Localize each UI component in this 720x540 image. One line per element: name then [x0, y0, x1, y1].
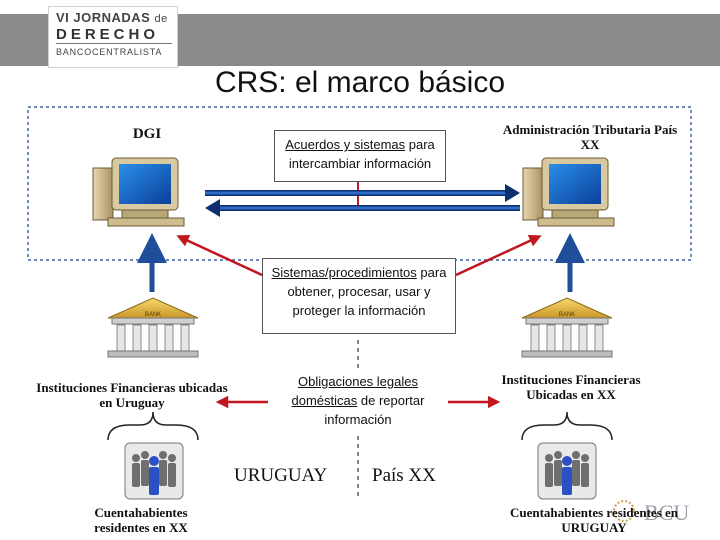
left-bank-icon [107, 297, 199, 358]
exchange-arrows [205, 184, 520, 217]
page-title: CRS: el marco básico [214, 66, 506, 99]
middle-left-arrow [176, 234, 263, 277]
right-bank-sign: BANK [559, 312, 575, 318]
right-brace [521, 411, 613, 441]
right-institutions-label: Instituciones Financieras Ubicadas en XX [501, 372, 641, 402]
left-computer-icon [92, 157, 185, 227]
procedures-box: Sistemas/procedimientos para obtener, pr… [262, 258, 456, 334]
left-account-holders-label: Cuentahabientes residentes en XX [94, 505, 188, 535]
legal-obligations-box: Obligaciones legales domésticas de repor… [268, 368, 448, 436]
right-bank-icon [521, 297, 613, 358]
country-right-label: País XX [372, 465, 436, 486]
logo-line-3: BANCOCENTRALISTA [56, 47, 163, 57]
exchange-agreements-box: Acuerdos y sistemas para intercambiar in… [274, 130, 446, 182]
logo-line-2: DERECHO [56, 26, 160, 43]
logo-divider [56, 43, 172, 44]
right-people-icon [537, 442, 597, 500]
right-computer-icon [522, 157, 615, 227]
country-left-label: URUGUAY [234, 465, 328, 486]
left-institutions-label: Instituciones Financieras ubicadas en Ur… [36, 380, 228, 410]
left-bank-sign: BANK [145, 312, 161, 318]
middle-right-arrow [455, 234, 542, 277]
logo-line-1: VI JORNADAS de [56, 10, 168, 25]
right-account-holders-label: Cuentahabientes residentes en URUGUAY [509, 505, 679, 535]
left-people-icon [124, 442, 184, 500]
left-brace [107, 411, 199, 441]
left-authority-label: DGI [132, 126, 162, 142]
bcu-sun-icon [613, 500, 635, 522]
event-logo [48, 6, 178, 68]
right-authority-label: Administración Tributaria País XX [502, 122, 678, 152]
bcu-watermark: BCU [644, 500, 689, 525]
